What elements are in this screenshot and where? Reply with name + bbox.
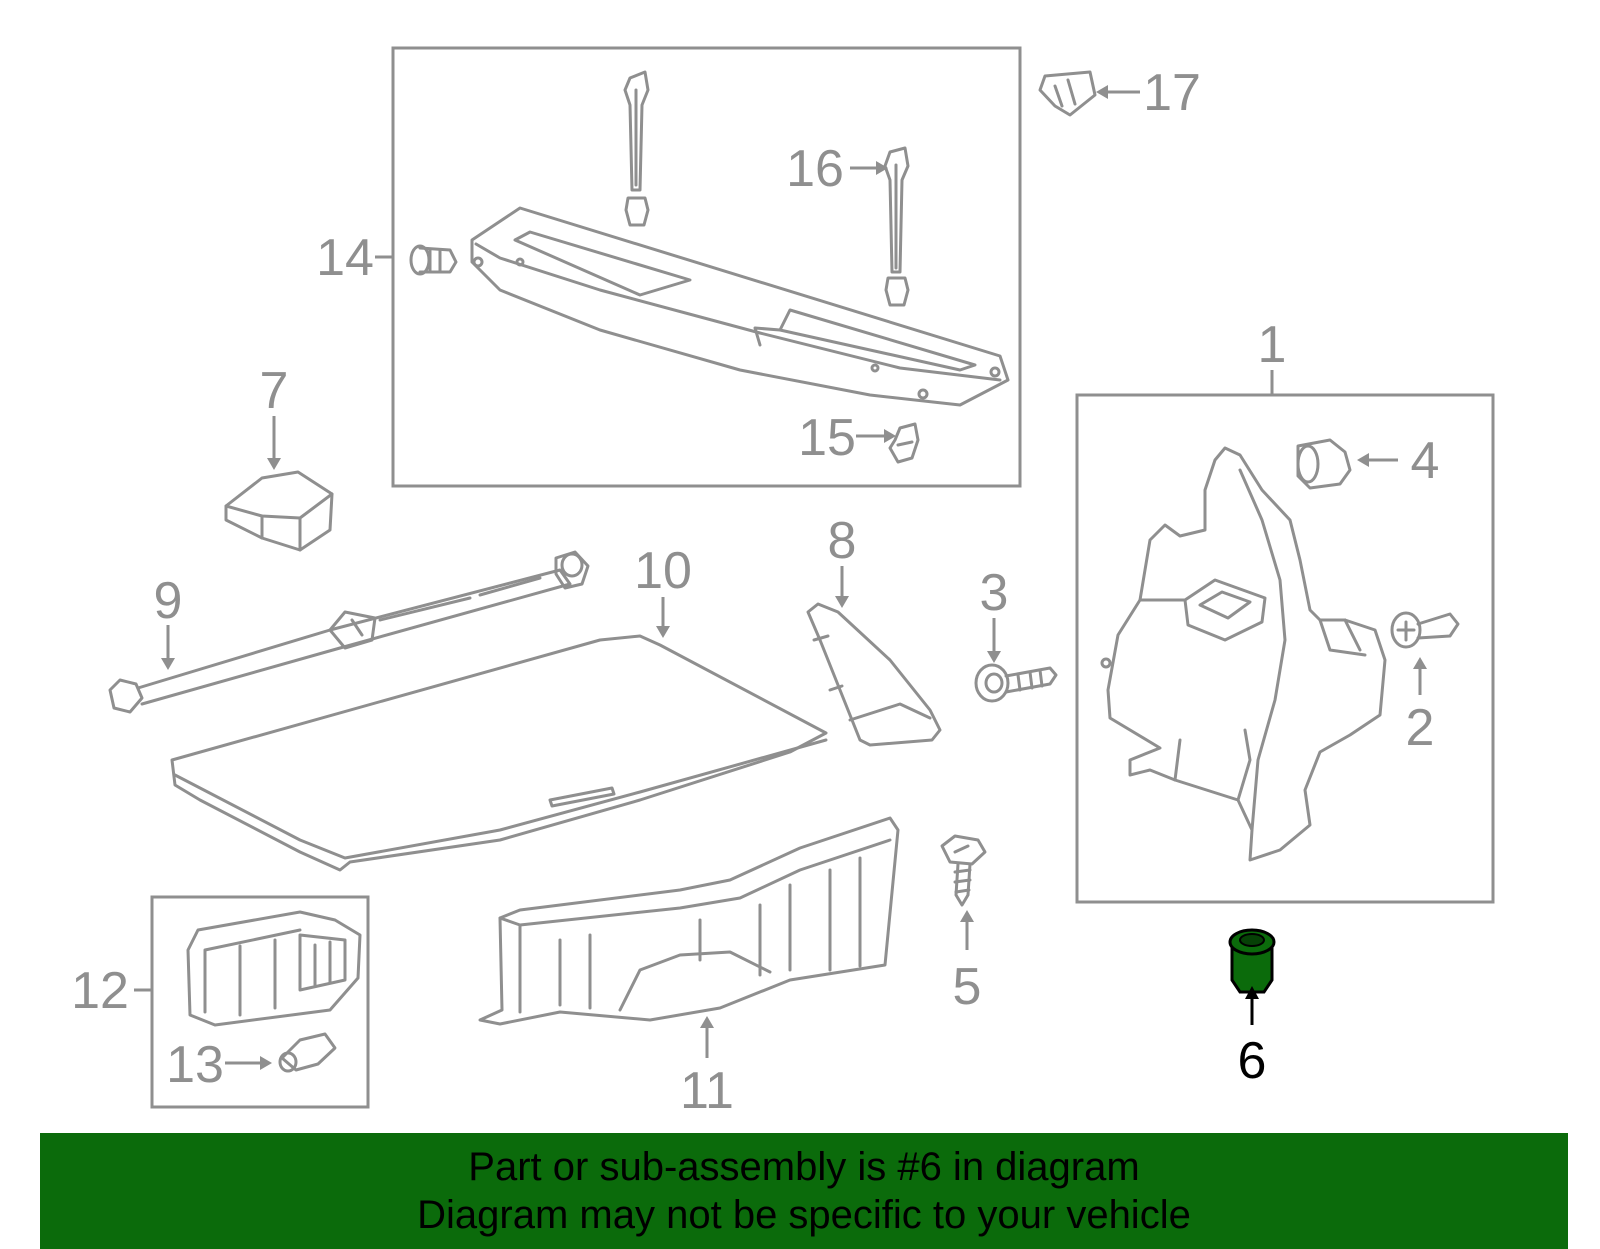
part-quarter-panel-1[interactable] xyxy=(1100,446,1387,862)
part-grommet-6[interactable] xyxy=(1228,928,1276,994)
part-8[interactable] xyxy=(806,602,942,747)
callout-5: 5 xyxy=(953,958,982,1016)
callout-7: 7 xyxy=(260,362,289,420)
group-box-1 xyxy=(1075,393,1495,904)
part-17[interactable] xyxy=(1038,70,1097,117)
callout-3: 3 xyxy=(980,564,1009,622)
callout-labels: 1 2 3 4 5 6 7 8 9 10 11 12 13 14 15 16 1… xyxy=(71,64,1439,1120)
part-strap-9[interactable] xyxy=(108,550,590,714)
part-13[interactable] xyxy=(278,1032,337,1073)
part-trunk-trim-11[interactable] xyxy=(478,816,900,1026)
part-4[interactable] xyxy=(1296,438,1352,490)
part-package-tray[interactable] xyxy=(470,206,1010,407)
part-screw-5[interactable] xyxy=(940,834,987,907)
callout-1: 1 xyxy=(1258,316,1287,374)
part-7[interactable] xyxy=(224,470,334,552)
callout-13: 13 xyxy=(166,1036,224,1094)
banner-line-1: Part or sub-assembly is #6 in diagram xyxy=(468,1145,1140,1189)
group-box-12 xyxy=(150,895,370,1109)
callout-16: 16 xyxy=(786,140,844,198)
part-12[interactable] xyxy=(186,910,362,1027)
callout-2: 2 xyxy=(1406,699,1435,757)
callout-14: 14 xyxy=(316,229,374,287)
banner-line-2: Diagram may not be specific to your vehi… xyxy=(417,1193,1191,1237)
group-box-14-16 xyxy=(391,46,1022,488)
callout-9: 9 xyxy=(154,572,183,630)
callout-17: 17 xyxy=(1143,64,1201,122)
leaders xyxy=(134,85,1427,1070)
callout-12: 12 xyxy=(71,962,129,1020)
part-bolt-3[interactable] xyxy=(974,663,1058,703)
callout-11: 11 xyxy=(680,1062,734,1120)
part-screw-2[interactable] xyxy=(1390,611,1460,649)
callout-4: 4 xyxy=(1411,432,1440,490)
callout-8: 8 xyxy=(828,512,857,570)
part-strap-16[interactable] xyxy=(883,146,910,307)
callout-15: 15 xyxy=(798,409,856,467)
part-strap-left[interactable] xyxy=(623,70,650,227)
part-bolt-14[interactable] xyxy=(409,244,458,276)
info-banner: Part or sub-assembly is #6 in diagram Di… xyxy=(40,1133,1568,1249)
part-clip-15[interactable] xyxy=(888,422,920,464)
callout-6[interactable]: 6 xyxy=(1238,1032,1267,1090)
callout-10: 10 xyxy=(634,542,692,600)
part-floor-board-10[interactable] xyxy=(170,634,828,872)
